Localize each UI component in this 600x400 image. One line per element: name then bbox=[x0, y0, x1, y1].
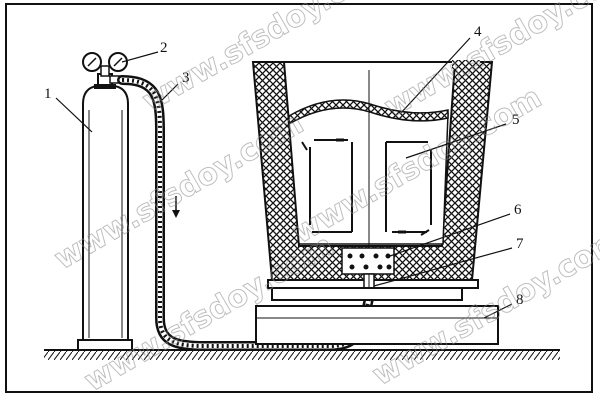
ladle-rim-right bbox=[452, 60, 480, 70]
callout-5: 5 bbox=[512, 112, 520, 128]
callouts: 1 2 3 4 5 6 7 8 bbox=[44, 24, 524, 308]
callout-2: 2 bbox=[160, 40, 168, 56]
callout-6: 6 bbox=[514, 202, 522, 218]
leader-lines bbox=[55, 37, 513, 319]
slag-layer bbox=[288, 99, 449, 126]
callout-1: 1 bbox=[44, 86, 52, 102]
ladle-car bbox=[255, 287, 499, 345]
callout-7: 7 bbox=[516, 236, 524, 252]
stirring-circulation bbox=[301, 138, 432, 236]
flow-arrow-icon bbox=[172, 196, 180, 218]
callout-3: 3 bbox=[182, 70, 190, 86]
figure-frame bbox=[5, 3, 593, 393]
callout-4: 4 bbox=[474, 24, 482, 40]
callout-8: 8 bbox=[516, 292, 524, 308]
porous-plug bbox=[341, 247, 395, 275]
